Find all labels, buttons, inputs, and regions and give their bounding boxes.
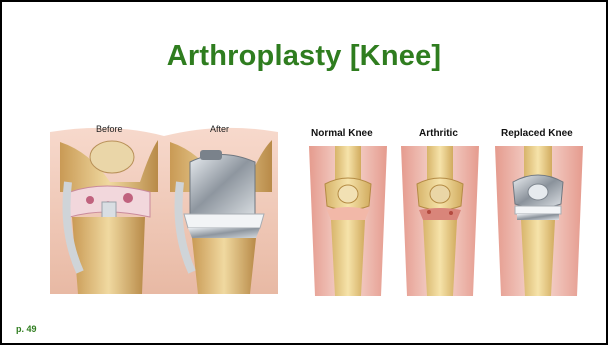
replaced-knee-panel xyxy=(495,146,583,296)
arthritic-knee-panel xyxy=(401,146,479,296)
page-number: p. 49 xyxy=(16,324,37,334)
normal-knee-label: Normal Knee xyxy=(311,128,373,139)
before-after-knee-figure: Before After xyxy=(50,122,278,294)
knee-comparison-figure: Normal Knee Arthritic Replaced Knee xyxy=(301,124,588,296)
knee-comparison-illustration xyxy=(301,124,588,296)
before-after-illustration xyxy=(50,122,278,294)
after-label: After xyxy=(210,124,229,134)
slide-title: Arthroplasty [Knee] xyxy=(2,40,606,73)
arthritic-label: Arthritic xyxy=(419,128,458,139)
replaced-knee-label: Replaced Knee xyxy=(501,128,573,139)
before-label: Before xyxy=(96,124,123,134)
normal-knee-panel xyxy=(309,146,387,296)
